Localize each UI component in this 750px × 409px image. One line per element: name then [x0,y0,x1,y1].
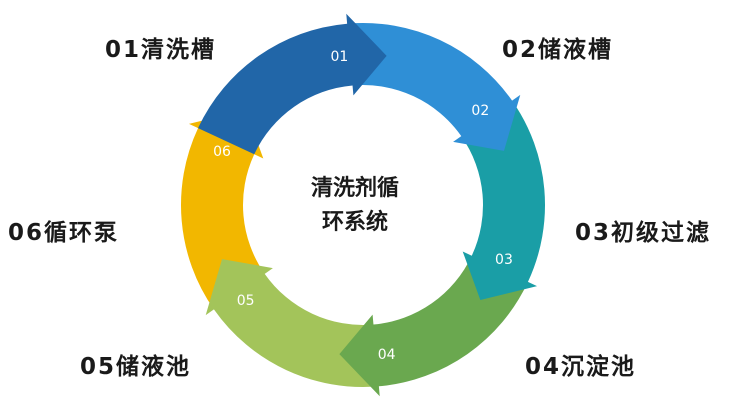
cycle-arrow-06 [181,109,265,310]
cycle-arrow-03 [461,100,545,301]
cycle-step-number-06: 06 [213,144,231,160]
cycle-step-numbers: 01 02 03 04 05 06 [213,49,513,363]
cycle-step-number-02: 02 [471,103,489,119]
step-label-04: 04沉淀池 [525,354,637,380]
center-title: 清洗剂循 环系统 [290,172,420,240]
step-label-01: 01清洗槽 [105,37,217,63]
center-title-line-1: 清洗剂循 [310,176,399,201]
center-title-line-2: 环系统 [321,210,388,235]
step-label-03: 03初级过滤 [575,220,712,246]
cycle-step-number-05: 05 [237,293,255,309]
step-label-02: 02储液槽 [502,37,614,63]
cycle-arrow-05 [205,259,379,387]
cycle-step-number-04: 04 [378,347,396,363]
cycle-arrow-01 [198,13,387,155]
cycle-arrows [181,13,545,397]
cycle-arrow-02 [347,23,521,151]
step-label-05: 05储液池 [80,354,192,380]
cycle-step-number-01: 01 [330,49,348,65]
cycle-step-number-03: 03 [495,252,513,268]
step-label-06: 06循环泵 [8,220,120,246]
